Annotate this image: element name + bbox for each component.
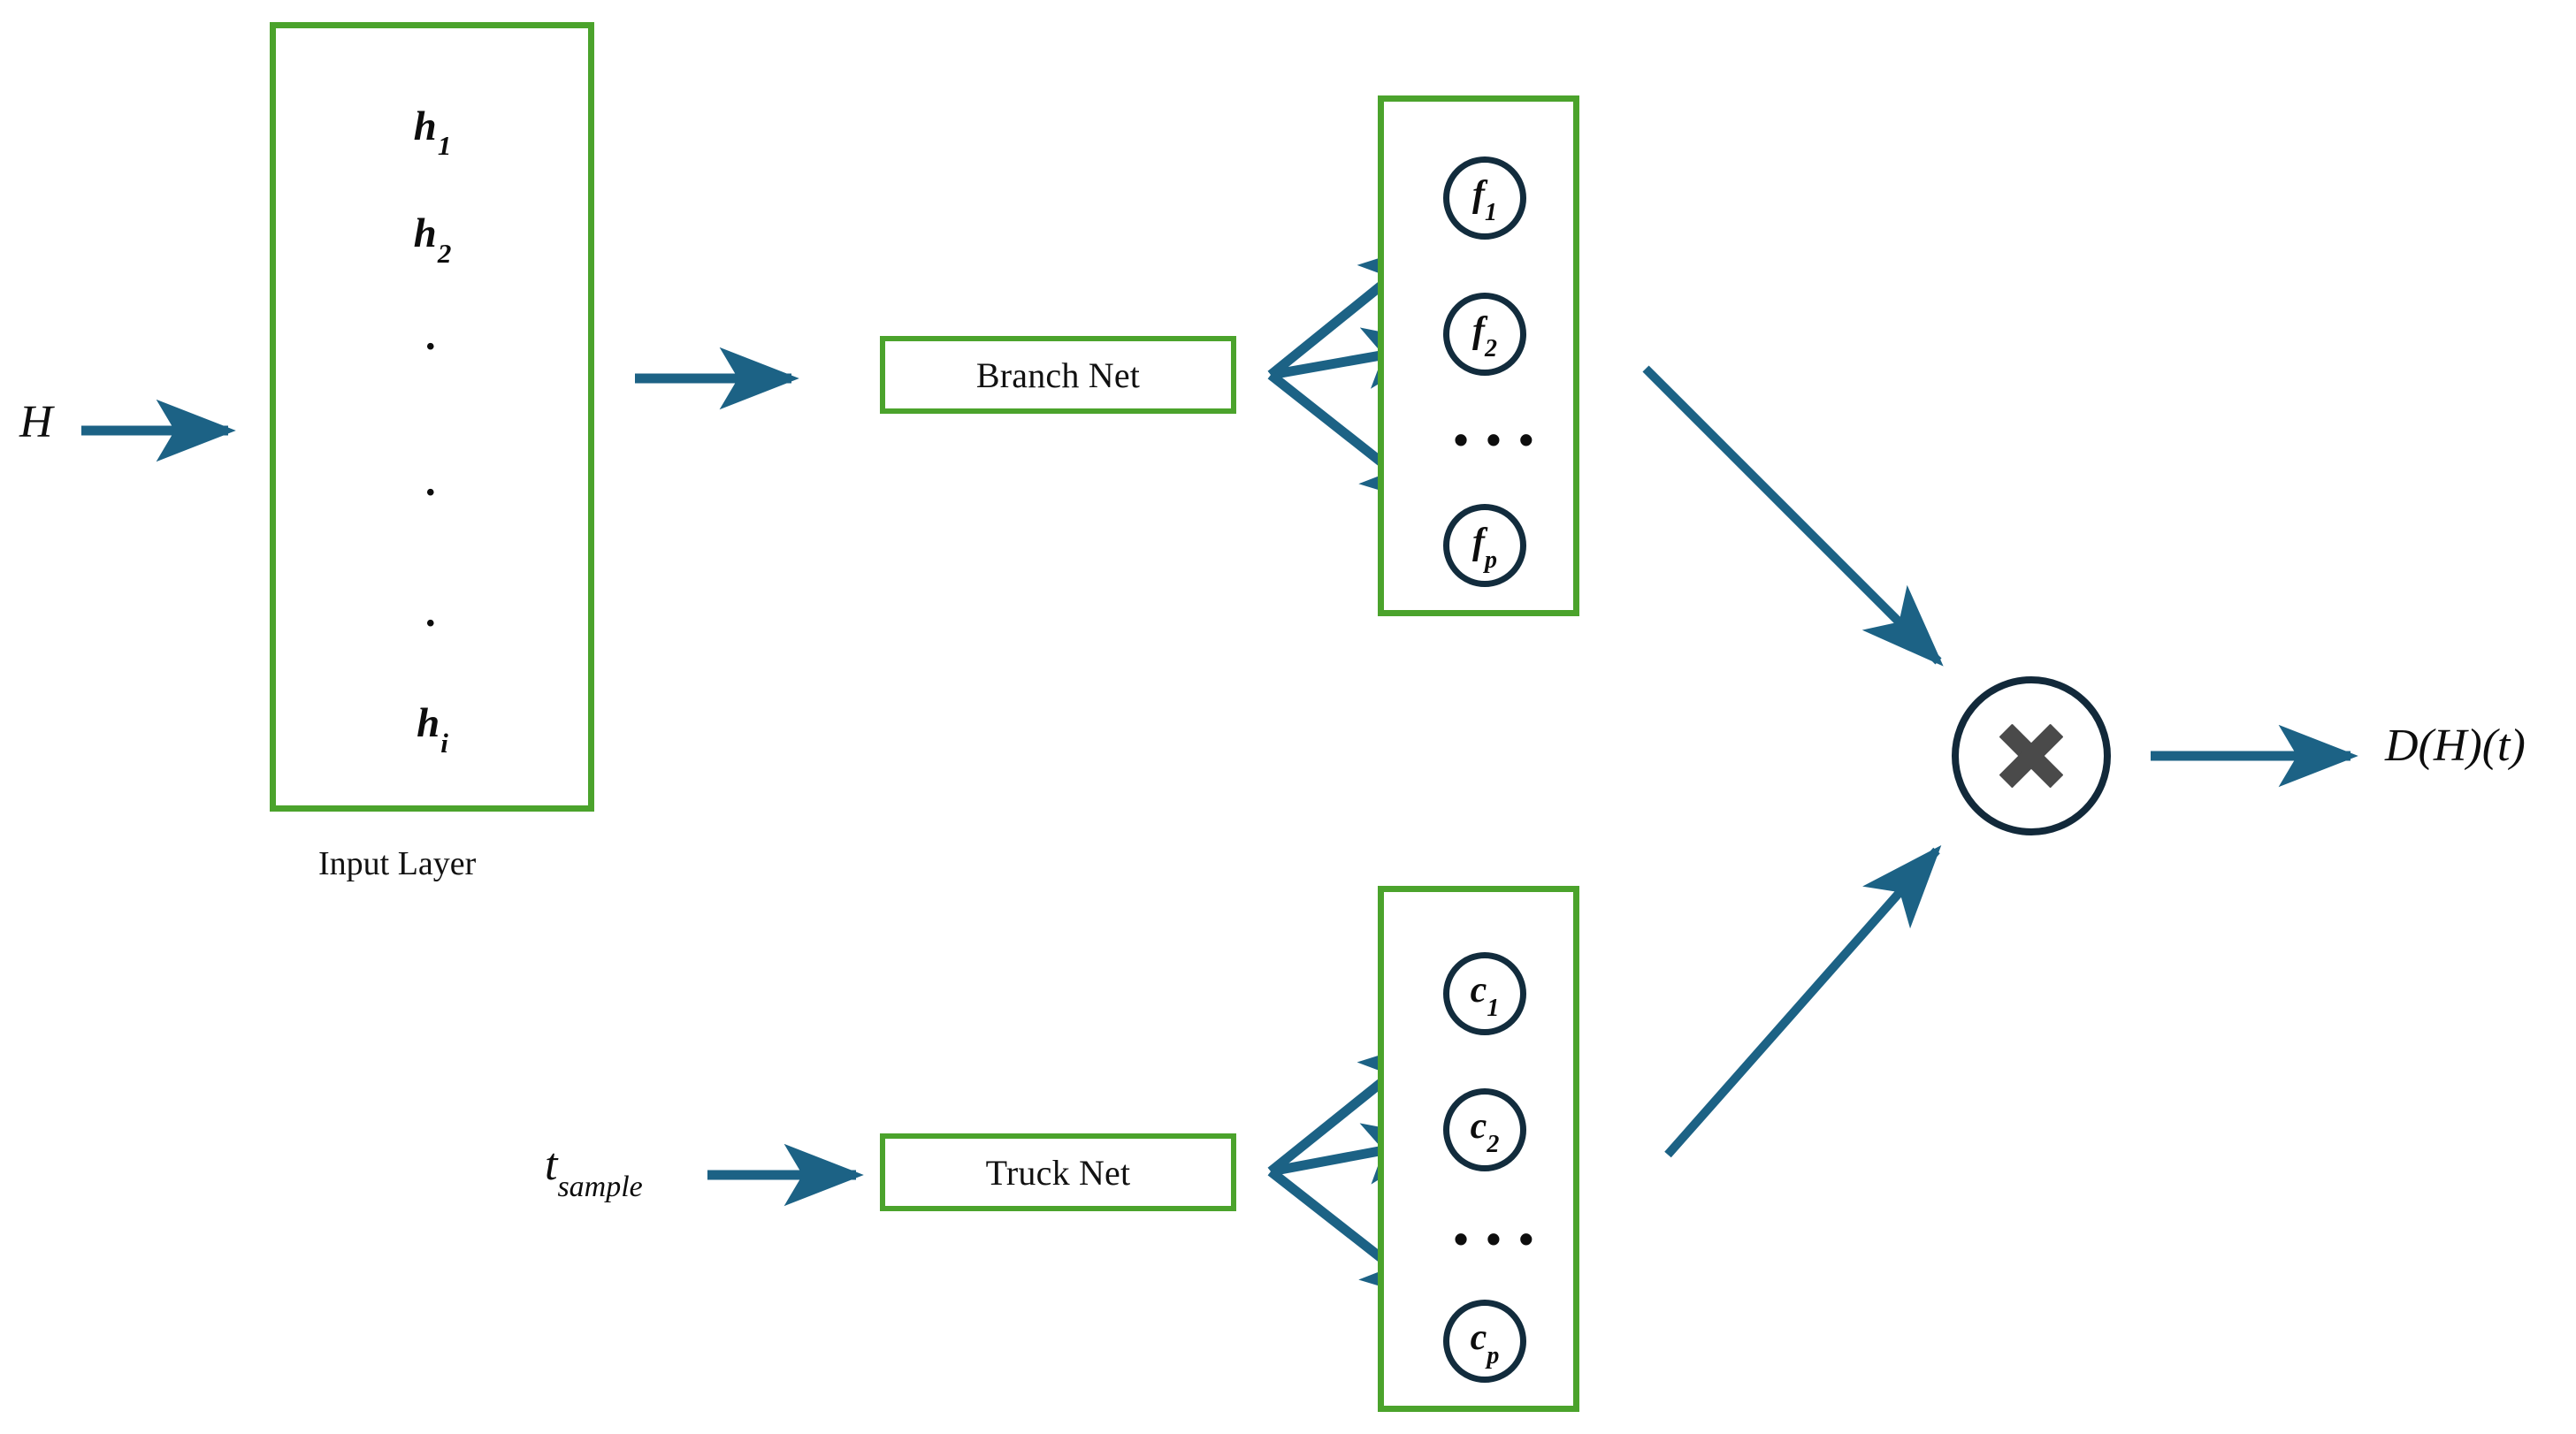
branch-ellipsis: • • •: [1454, 416, 1537, 462]
input-node-h2-sub: 2: [437, 237, 452, 269]
neuron-f1-text: f1: [1472, 174, 1497, 225]
multiply-icon[interactable]: [1952, 676, 2111, 835]
neuron-cp-base: c: [1470, 1317, 1487, 1359]
neuron-cp-text: cp: [1470, 1317, 1500, 1368]
neuron-c2-base: c: [1470, 1106, 1487, 1148]
truck-net-label: Truck Net: [985, 1152, 1131, 1193]
arrow-trunk-out-to-multiply: [1664, 845, 1942, 1158]
input-node-h1-sub: 1: [437, 130, 452, 162]
input-layer-caption: Input Layer: [318, 845, 477, 882]
neuron-c2-sub: 2: [1487, 1130, 1500, 1158]
input-node-h2-base: h: [413, 210, 437, 257]
neuron-c1-text: c1: [1470, 970, 1500, 1020]
output-label: D(H)(t): [2385, 721, 2526, 771]
trunk-input-label: tsample: [545, 1140, 643, 1202]
multiply-glyph: [1998, 722, 2065, 789]
neuron-c2[interactable]: c2: [1443, 1088, 1526, 1171]
neuron-f1[interactable]: f1: [1443, 156, 1526, 240]
input-layer-box: h1 h2 . . . hi: [270, 22, 594, 812]
neuron-fp-text: fp: [1472, 522, 1497, 572]
input-vertical-dot-3: .: [426, 590, 438, 637]
neuron-fp[interactable]: fp: [1443, 504, 1526, 587]
truck-net-box[interactable]: Truck Net: [880, 1133, 1236, 1211]
neuron-c2-text: c2: [1470, 1106, 1500, 1156]
neuron-f2[interactable]: f2: [1443, 293, 1526, 376]
neuron-f1-base: f: [1472, 174, 1485, 216]
input-node-hi-sub: i: [440, 727, 448, 759]
arrow-branch-out-to-multiply: [1642, 365, 1944, 667]
neuron-c1-base: c: [1470, 970, 1487, 1011]
input-vertical-dot-2: .: [426, 458, 438, 505]
input-node-h1: h1: [413, 103, 452, 160]
input-node-h2: h2: [413, 210, 452, 267]
neuron-cp[interactable]: cp: [1443, 1300, 1526, 1383]
trunk-input-base: t: [545, 1140, 558, 1190]
branch-net-label: Branch Net: [975, 355, 1141, 395]
input-signal-label: H: [19, 397, 53, 447]
neuron-f2-sub: 2: [1485, 334, 1497, 362]
trunk-input-sub: sample: [557, 1171, 643, 1204]
neuron-f2-text: f2: [1472, 310, 1497, 361]
neuron-f1-sub: 1: [1485, 198, 1497, 226]
neuron-c1-sub: 1: [1487, 994, 1500, 1022]
input-node-h1-base: h: [413, 103, 437, 149]
neuron-c1[interactable]: c1: [1443, 952, 1526, 1035]
input-node-hi-base: h: [417, 700, 440, 747]
input-node-hi: hi: [417, 700, 448, 757]
branch-net-box[interactable]: Branch Net: [880, 336, 1236, 414]
neuron-fp-sub: p: [1485, 545, 1497, 574]
trunk-ellipsis: • • •: [1454, 1216, 1537, 1262]
neuron-cp-sub: p: [1487, 1341, 1500, 1369]
input-vertical-dot-1: .: [426, 312, 438, 359]
neuron-fp-base: f: [1472, 522, 1485, 563]
input-layer-stack: h1 h2 . . . hi: [276, 28, 588, 805]
neuron-f2-base: f: [1472, 310, 1485, 352]
